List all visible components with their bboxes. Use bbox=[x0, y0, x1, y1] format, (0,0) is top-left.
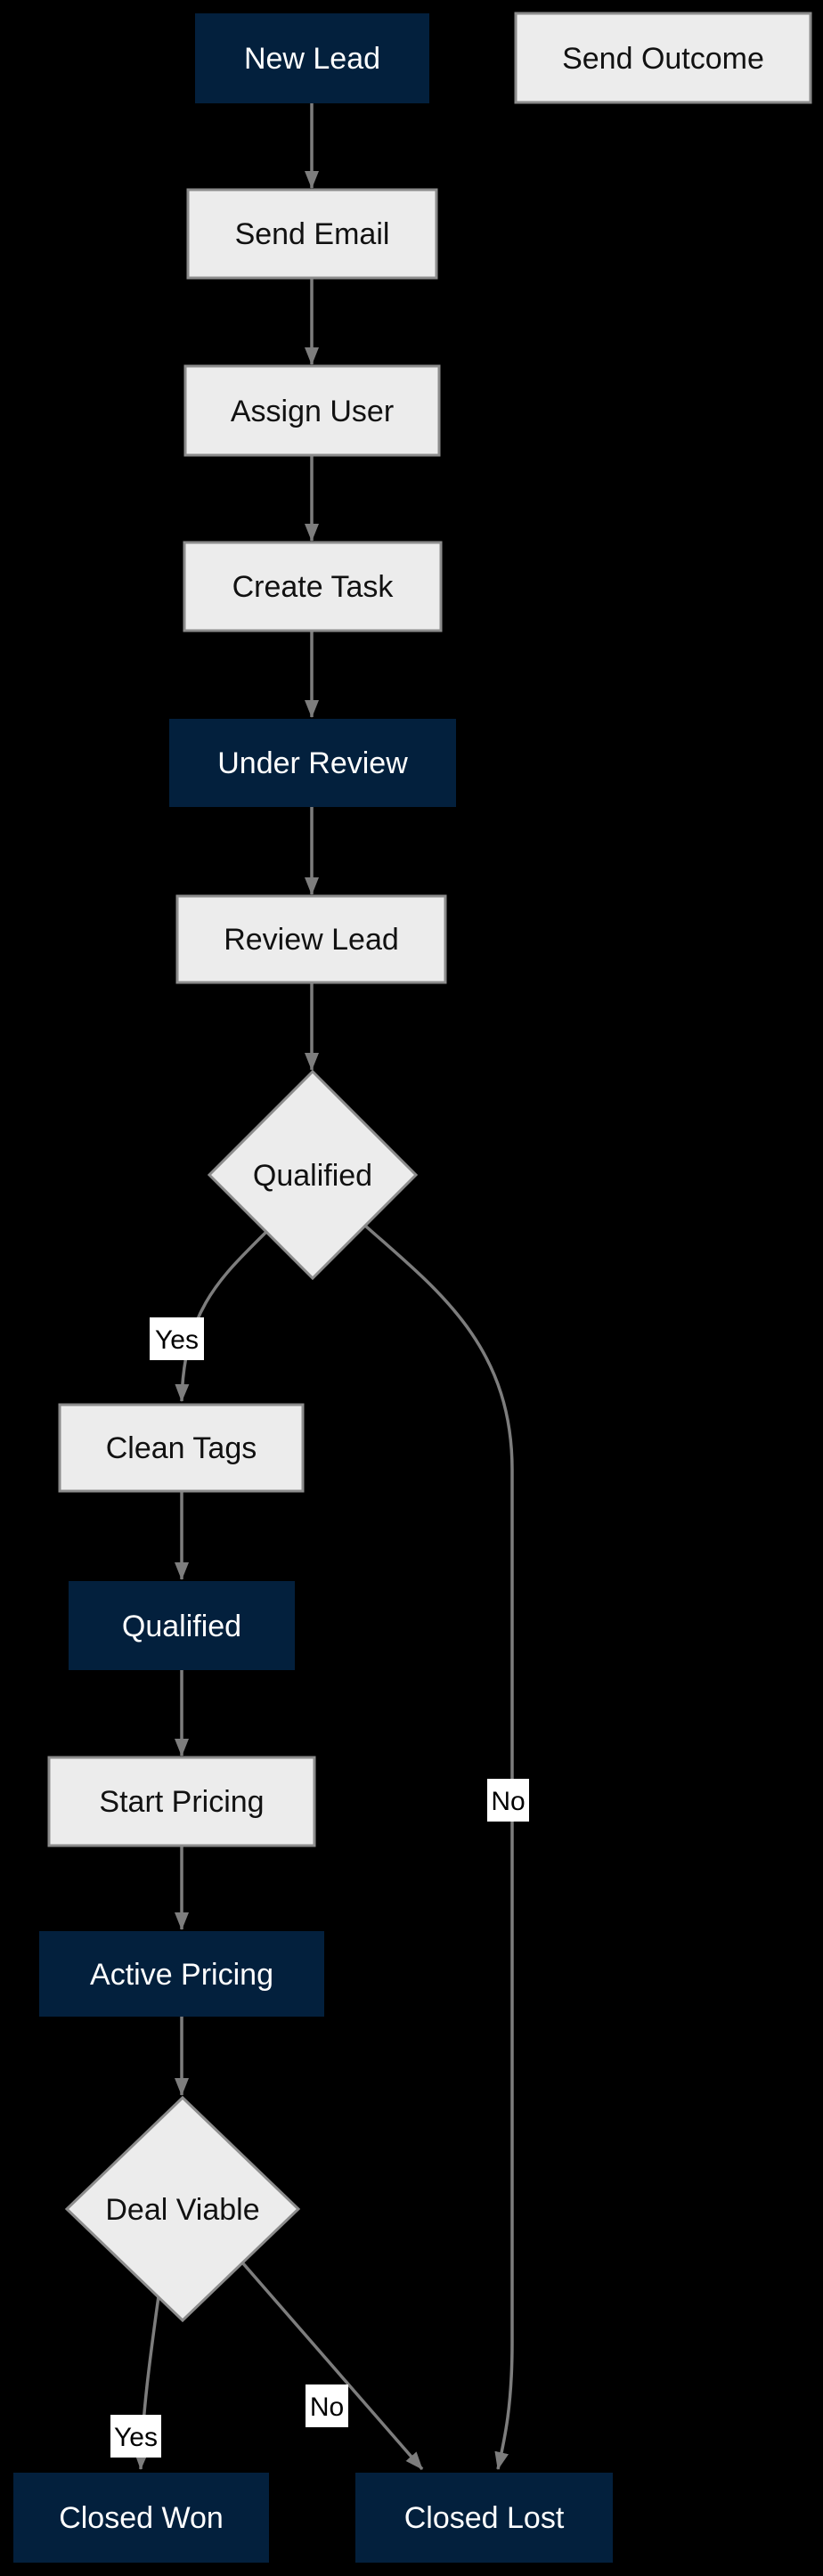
node-label: Qualified bbox=[122, 1610, 241, 1643]
edge-label-text: No bbox=[310, 2393, 344, 2422]
node-box bbox=[58, 1403, 305, 1493]
node-label: Under Review bbox=[217, 746, 408, 780]
node-box bbox=[39, 1931, 324, 2017]
node-create-task: Create Task bbox=[183, 541, 443, 632]
node-label: Closed Lost bbox=[404, 2501, 565, 2535]
node-clean-tags: Clean Tags bbox=[58, 1403, 305, 1493]
node-box bbox=[186, 188, 438, 280]
edge-label-bg bbox=[110, 2415, 161, 2458]
edge-label-text: Yes bbox=[155, 1325, 199, 1355]
edge-label-text: Yes bbox=[114, 2423, 158, 2452]
edge-label-bg bbox=[150, 1317, 204, 1360]
nodes: New Lead Send Outcome Send Email Assign … bbox=[13, 12, 812, 2563]
node-label: Qualified bbox=[253, 1159, 372, 1193]
decision-diamond bbox=[207, 1069, 419, 1281]
edge-label-deal-viable-yes: Yes bbox=[110, 2415, 161, 2458]
node-deal-viable: Deal Viable bbox=[64, 2095, 301, 2323]
edge-qualified-no-closed-lost bbox=[363, 1224, 514, 2470]
edge-label-bg bbox=[487, 1779, 529, 1822]
node-box bbox=[13, 2473, 269, 2563]
node-label: Send Outcome bbox=[562, 42, 764, 76]
node-box bbox=[183, 364, 441, 457]
node-label: Clean Tags bbox=[106, 1431, 257, 1465]
edge-label-deal-viable-no: No bbox=[306, 2384, 348, 2427]
node-assign-user: Assign User bbox=[183, 364, 441, 457]
node-active-pricing: Active Pricing bbox=[39, 1931, 324, 2017]
edge-label-qualified-no: No bbox=[487, 1779, 529, 1822]
edge-deal-viable-no-closed-lost bbox=[240, 2261, 424, 2471]
node-label: New Lead bbox=[244, 42, 380, 76]
node-box bbox=[514, 12, 812, 104]
node-label: Deal Viable bbox=[105, 2193, 259, 2227]
edge-label-qualified-yes: Yes bbox=[150, 1317, 204, 1360]
node-qualified-state: Qualified bbox=[69, 1581, 295, 1670]
edge-labels: Yes No Yes No bbox=[110, 1317, 529, 2458]
node-label: Create Task bbox=[232, 570, 395, 604]
node-closed-lost: Closed Lost bbox=[355, 2473, 613, 2563]
node-send-outcome: Send Outcome bbox=[514, 12, 812, 104]
node-box bbox=[195, 13, 429, 103]
node-box bbox=[69, 1581, 295, 1670]
node-closed-won: Closed Won bbox=[13, 2473, 269, 2563]
node-label: Closed Won bbox=[59, 2501, 224, 2535]
node-label: Start Pricing bbox=[99, 1785, 264, 1819]
node-start-pricing: Start Pricing bbox=[47, 1756, 316, 1847]
node-review-lead: Review Lead bbox=[175, 894, 447, 984]
node-box bbox=[355, 2473, 613, 2563]
edge-label-bg bbox=[306, 2384, 348, 2427]
node-box bbox=[183, 541, 443, 632]
node-box bbox=[175, 894, 447, 984]
node-label: Assign User bbox=[231, 395, 394, 428]
node-label: Review Lead bbox=[224, 923, 399, 957]
node-label: Active Pricing bbox=[90, 1958, 273, 1992]
node-qualified-decision: Qualified bbox=[207, 1069, 419, 1281]
node-send-email: Send Email bbox=[186, 188, 438, 280]
edge-label-text: No bbox=[491, 1787, 525, 1816]
edge-qualified-yes-clean-tags bbox=[175, 1230, 268, 1402]
node-box bbox=[47, 1756, 316, 1847]
node-under-review: Under Review bbox=[169, 719, 456, 807]
decision-diamond bbox=[64, 2095, 301, 2323]
node-new-lead: New Lead bbox=[195, 13, 429, 103]
node-box bbox=[169, 719, 456, 807]
node-label: Send Email bbox=[235, 217, 390, 251]
